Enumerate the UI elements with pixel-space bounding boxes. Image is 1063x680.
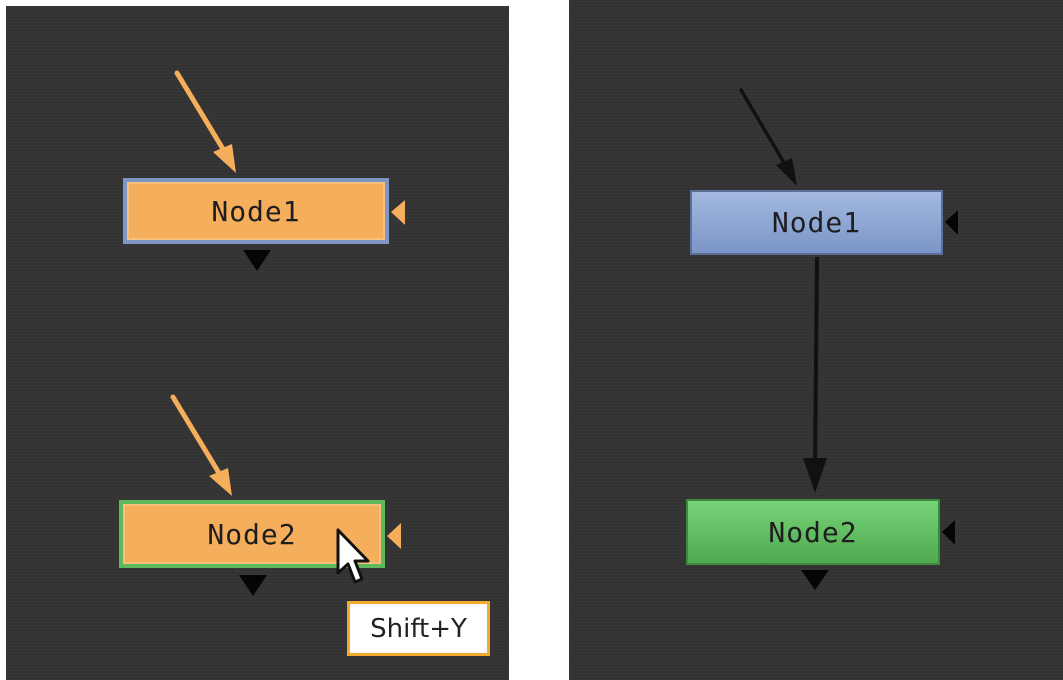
node2-tile[interactable]: Node2 xyxy=(686,499,940,565)
node-graph-after-panel[interactable] xyxy=(569,0,1063,680)
node1-tile[interactable]: Node1 xyxy=(690,190,943,255)
mouse-cursor-icon xyxy=(336,528,370,584)
node2-label: Node2 xyxy=(207,517,297,551)
shortcut-tooltip: Shift+Y xyxy=(347,601,490,656)
node-graph-before-panel[interactable] xyxy=(6,6,509,680)
node1-tile-selected[interactable]: Node1 xyxy=(123,178,389,244)
node2-label: Node2 xyxy=(768,515,858,549)
node1-label: Node1 xyxy=(771,206,862,239)
node1-label: Node1 xyxy=(211,194,301,228)
